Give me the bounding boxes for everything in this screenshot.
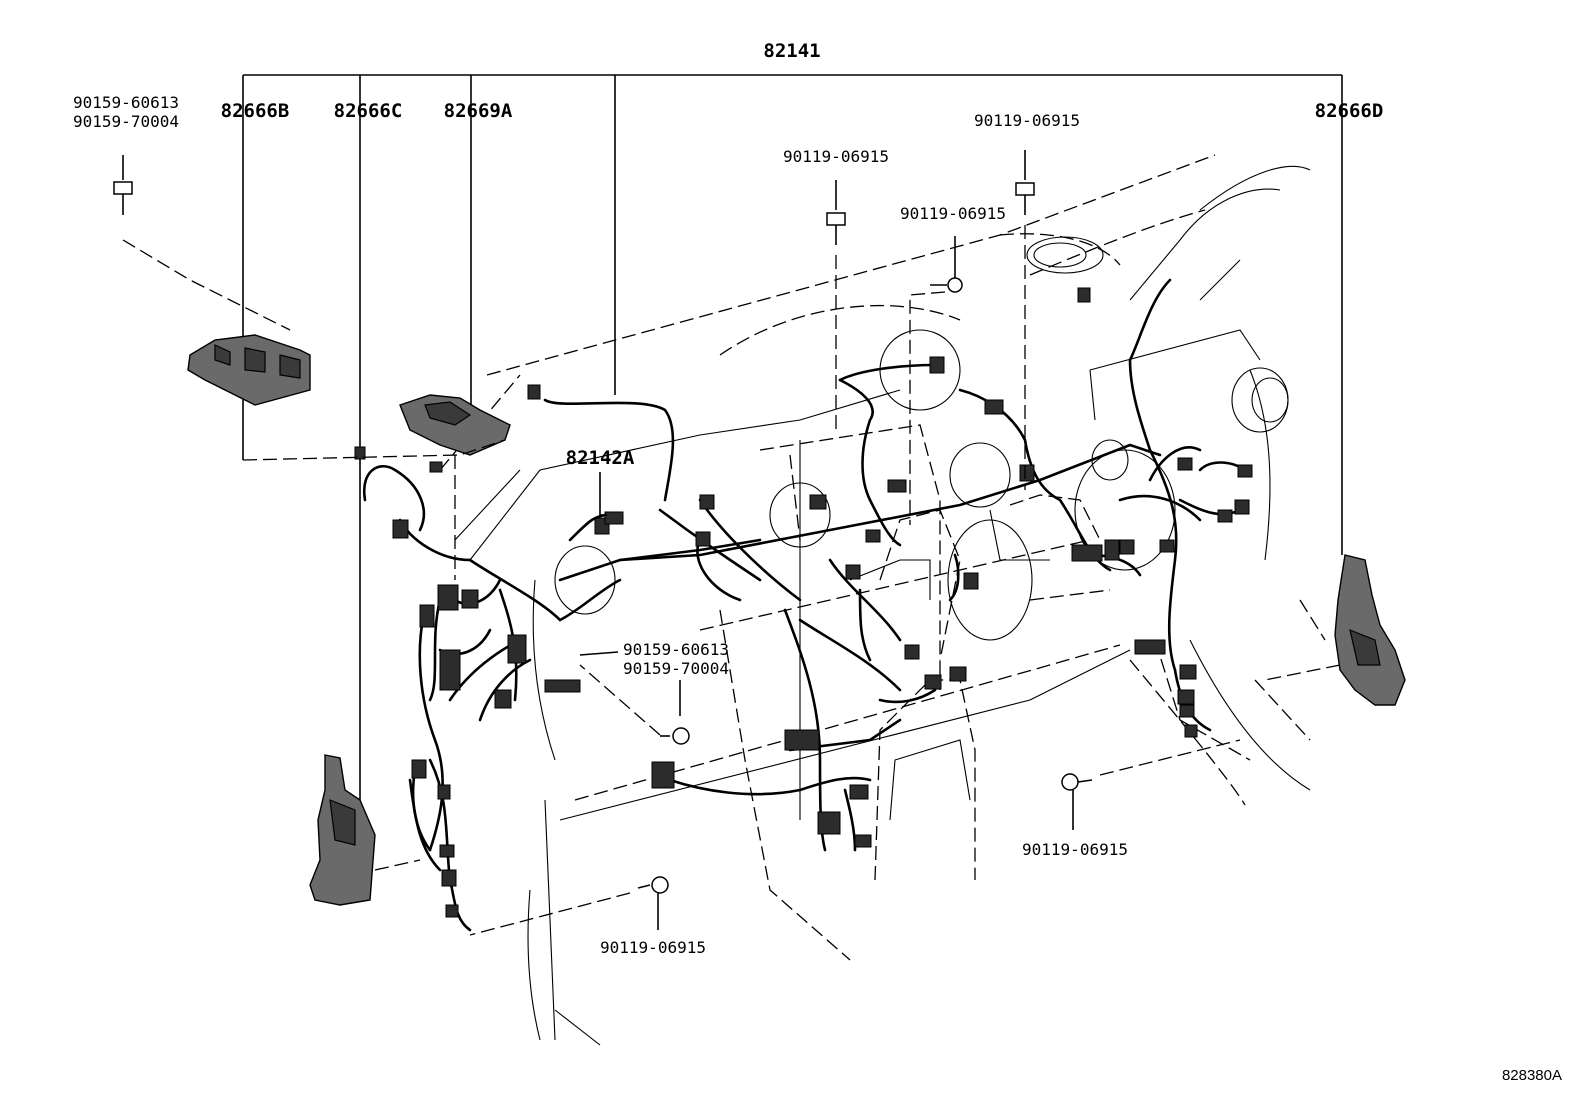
label-bolt-e: 90119-06915 [600,938,706,957]
label-bolt-top-left-2: 90159-70004 [73,112,179,131]
bolt-b [1015,150,1035,490]
label-82142a: 82142A [566,447,635,469]
bolt-e [469,876,669,936]
bolt-center-left [579,664,690,745]
label-bolt-c: 90119-06915 [900,204,1006,223]
dashboard-body [454,165,1311,1046]
leader-bolt-center [579,651,619,656]
label-bolt-a: 90119-06915 [783,147,889,166]
label-82666c: 82666C [334,100,403,122]
label-bolt-center-1: 90159-60613 [623,640,729,659]
left-connectors [354,384,610,918]
part-82666c [309,754,376,906]
label-bolt-top-left-1: 90159-60613 [73,93,179,112]
part-82669a [399,394,511,456]
label-bolt-center-2: 90159-70004 [623,659,729,678]
label-bolt-d: 90119-06915 [1022,840,1128,859]
label-82666b: 82666B [221,100,290,122]
part-82666b [187,334,311,406]
center-connectors [604,287,1253,848]
label-82141: 82141 [763,40,820,62]
diagram-code: 828380A [1502,1067,1562,1084]
part-leaders [242,439,1341,871]
label-bolt-b: 90119-06915 [974,111,1080,130]
label-82666d: 82666D [1315,100,1384,122]
bolt-d [1061,739,1241,830]
bolt-top-left [113,155,291,331]
dashboard-outline [439,154,1326,961]
bolt-c [909,236,963,525]
bolt-a [826,180,846,430]
main-harness-bracket [242,74,1343,875]
leader-82142a [599,472,607,516]
label-82669a: 82669A [444,100,513,122]
part-82666d [1334,554,1406,706]
